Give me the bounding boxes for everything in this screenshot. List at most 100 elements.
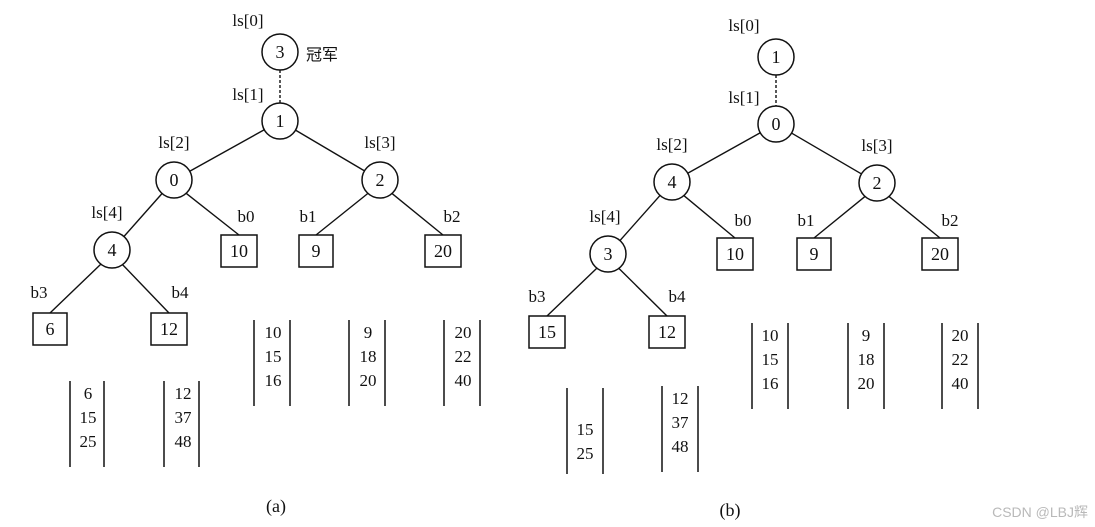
node-value: 2 [873, 173, 882, 193]
run-value: 12 [175, 384, 192, 403]
node-ls1: 0ls[1] [728, 88, 795, 143]
buffer-box [150, 312, 188, 346]
run-value: 37 [175, 408, 193, 427]
edge-ls3-b1 [813, 195, 866, 239]
node-circle [589, 235, 627, 273]
node-label: ls[4] [589, 207, 620, 226]
buffer-box [298, 234, 334, 268]
node-value: 4 [108, 240, 117, 260]
edge-ls4-b4 [618, 267, 668, 317]
run-value: 16 [265, 371, 282, 390]
buffer-label: b3 [529, 287, 546, 306]
node-circle [653, 163, 691, 201]
node-ls3: 2ls[3] [361, 133, 399, 199]
node-value: 3 [604, 244, 613, 264]
run-value: 40 [952, 374, 969, 393]
edge-ls1-ls3 [295, 129, 365, 172]
buffer-value: 6 [46, 319, 55, 339]
buffer-value: 12 [658, 322, 676, 342]
node-circle [858, 164, 896, 202]
buffer-value: 10 [726, 244, 744, 264]
run-value: 10 [265, 323, 282, 342]
champion-label: 冠军 [306, 45, 338, 64]
buffer-box [716, 237, 754, 271]
run-b1: 9 18 20 [348, 320, 386, 406]
run-value: 22 [455, 347, 472, 366]
edge-ls3-b1 [315, 192, 369, 236]
node-label: ls[2] [158, 133, 189, 152]
run-value: 18 [360, 347, 377, 366]
panel-caption: (b) [720, 500, 741, 521]
buffer-label: b4 [669, 287, 687, 306]
node-value: 4 [668, 172, 677, 192]
node-circle [361, 161, 399, 199]
node-circle [757, 105, 795, 143]
run-value: 20 [952, 326, 969, 345]
run-value: 25 [80, 432, 97, 451]
run-value: 12 [672, 389, 689, 408]
run-value: 10 [762, 326, 779, 345]
node-circle [757, 38, 795, 76]
run-b2: 20 22 40 [941, 323, 979, 409]
run-b2: 20 22 40 [443, 320, 481, 406]
buffer-b4: 12 b4 [648, 287, 687, 349]
run-value: 22 [952, 350, 969, 369]
run-value: 40 [455, 371, 472, 390]
run-value: 20 [858, 374, 875, 393]
run-value: 15 [762, 350, 779, 369]
node-ls0: 1ls[0] [728, 16, 795, 76]
node-ls2: 0 ls[2] [155, 133, 193, 199]
node-label: ls[2] [656, 135, 687, 154]
node-label: ls[3] [861, 136, 892, 155]
node-label: ls[0] [728, 16, 759, 35]
buffer-value: 10 [230, 241, 248, 261]
buffer-value: 20 [931, 244, 949, 264]
buffer-b1: 9b1 [796, 211, 832, 271]
buffer-box [32, 312, 68, 346]
buffer-box [796, 237, 832, 271]
edge-ls2-ls4 [619, 194, 661, 242]
node-value: 0 [170, 170, 179, 190]
buffer-value: 9 [312, 241, 321, 261]
buffer-label: b2 [444, 207, 461, 226]
run-value: 20 [455, 323, 472, 342]
buffer-label: b1 [300, 207, 317, 226]
node-value: 2 [376, 170, 385, 190]
node-label: ls[1] [232, 85, 263, 104]
edge-ls4-b3 [546, 267, 598, 317]
run-value: 20 [360, 371, 377, 390]
run-value: 25 [577, 444, 594, 463]
panel-caption: (a) [266, 496, 286, 517]
edge-ls1-ls3 [791, 132, 862, 175]
run-value: 9 [364, 323, 373, 342]
run-value: 18 [858, 350, 875, 369]
edge-ls4-b4 [122, 264, 170, 314]
node-label: ls[4] [91, 203, 122, 222]
node-circle [261, 33, 299, 71]
edge-ls2-ls4 [123, 193, 163, 237]
buffer-box [648, 315, 686, 349]
node-circle [155, 161, 193, 199]
edge-ls4-b3 [49, 263, 102, 314]
node-ls4: 3 ls[4] [589, 207, 627, 273]
run-value: 37 [672, 413, 690, 432]
node-ls0: 3ls[0] [232, 11, 299, 71]
edge-ls2-b0 [185, 192, 240, 236]
run-value: 15 [80, 408, 97, 427]
watermark: CSDN @LBJ辉 [992, 504, 1088, 520]
edge-ls1-ls2 [687, 132, 761, 174]
node-value: 3 [276, 42, 285, 62]
buffer-box [424, 234, 462, 268]
